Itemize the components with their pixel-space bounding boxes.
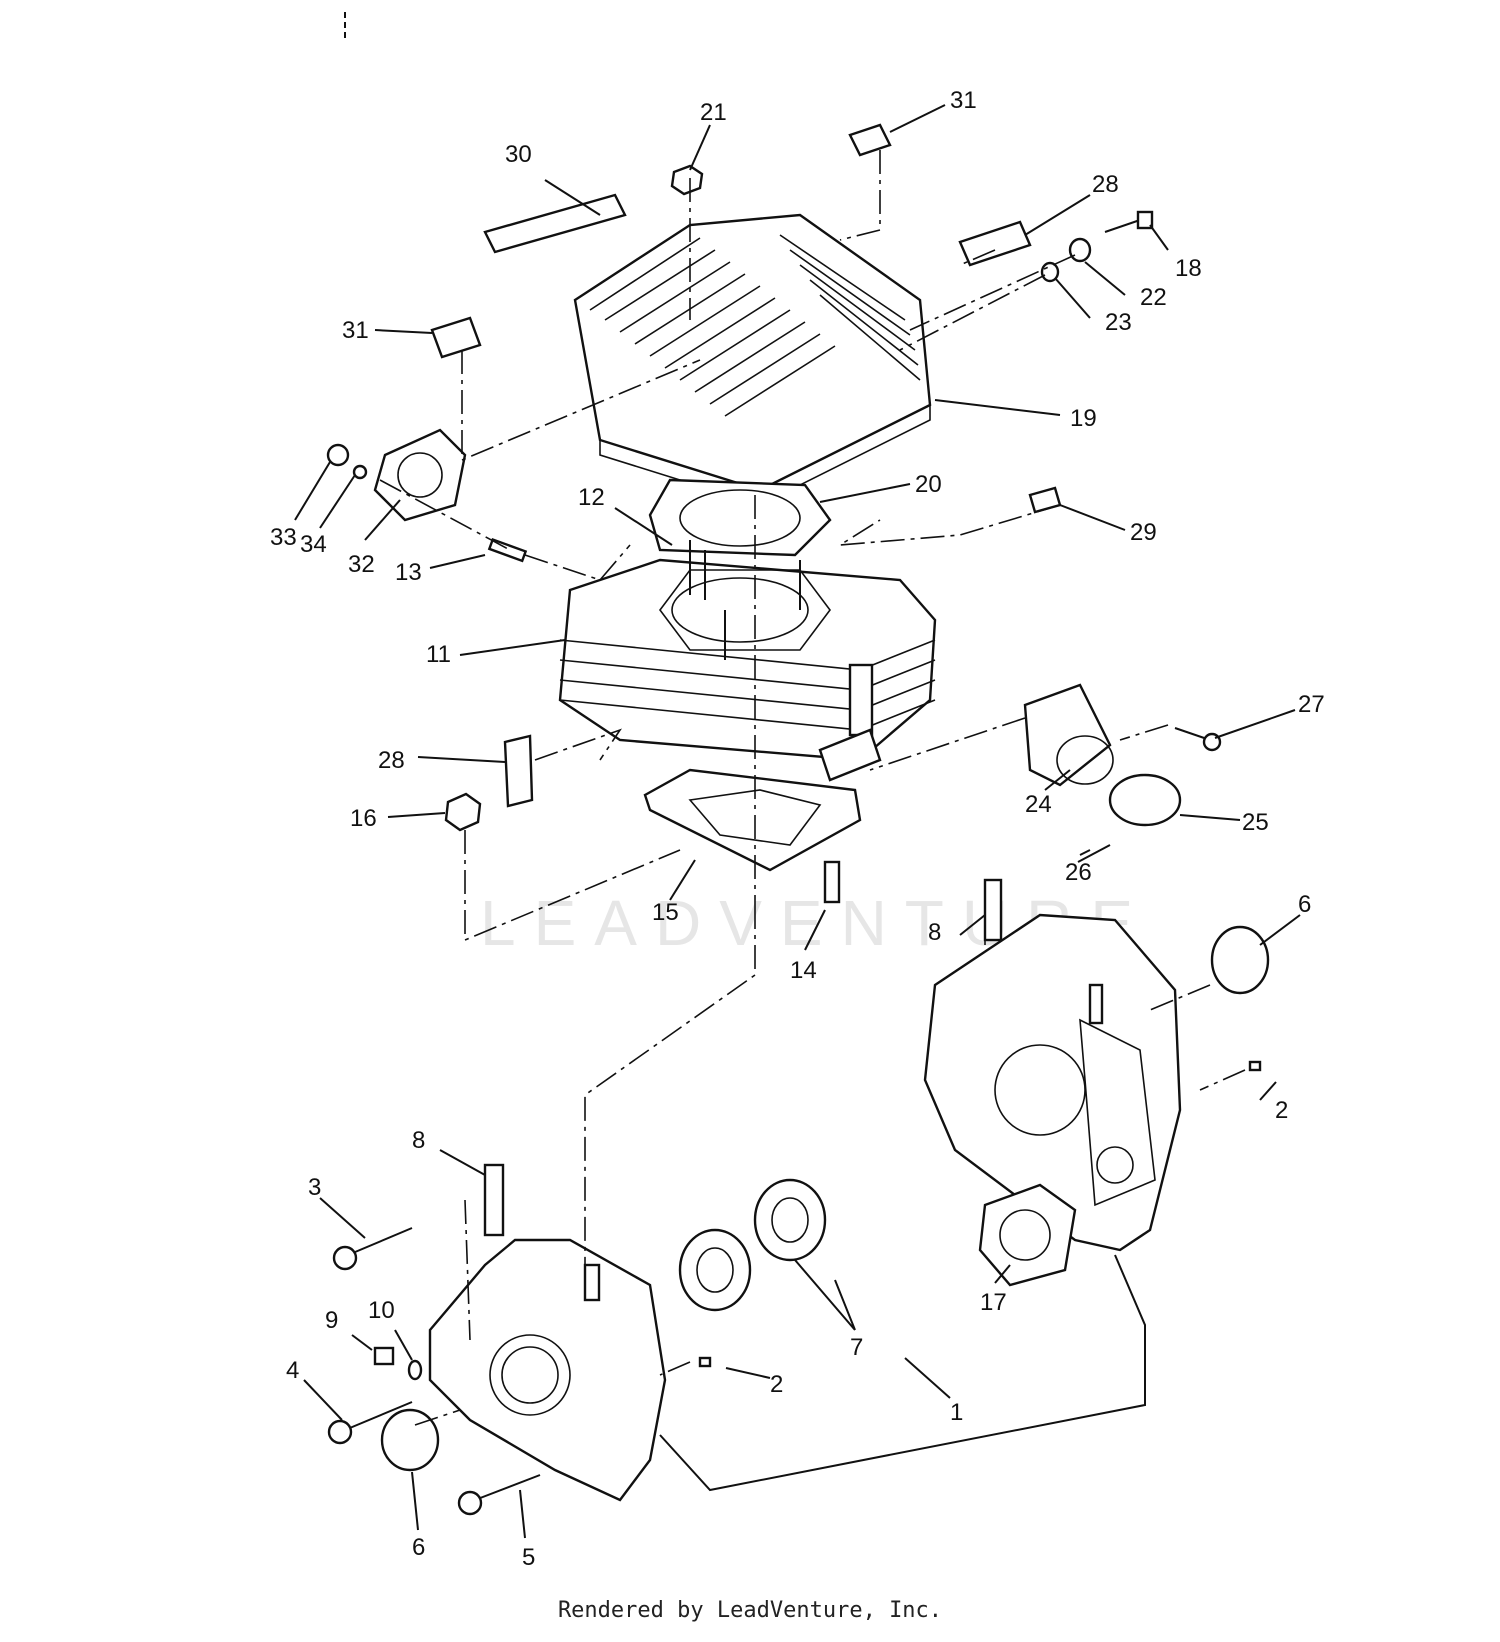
callout-27: 27 xyxy=(1298,691,1325,718)
dowel-2-right xyxy=(1248,1060,1262,1072)
callout-11: 11 xyxy=(426,641,451,668)
callout-25: 25 xyxy=(1242,809,1269,836)
crankcase-left-half xyxy=(428,1163,667,1502)
callout-2: 2 xyxy=(1275,1097,1288,1124)
seal-6-left xyxy=(380,1408,440,1472)
callout-28: 28 xyxy=(1092,171,1119,198)
callout-20: 20 xyxy=(915,471,942,498)
dowel-2-left xyxy=(698,1356,712,1368)
callout-26: 26 xyxy=(1065,859,1092,886)
callout-13: 13 xyxy=(395,559,422,586)
bearings-7 xyxy=(678,1178,827,1312)
bolt-5 xyxy=(457,1474,541,1516)
clip-31-top xyxy=(848,123,892,157)
nut-21 xyxy=(670,164,704,196)
fitting-14 xyxy=(823,860,841,904)
clip-28-left xyxy=(503,734,534,808)
clip-31-left xyxy=(430,316,482,359)
callout-numbers: 1 2 2 3 4 5 6 6 7 8 8 9 10 11 12 13 14 1… xyxy=(270,87,1325,1571)
bolt-27 xyxy=(1174,727,1222,752)
head-gasket xyxy=(648,478,832,557)
callout-32: 32 xyxy=(348,551,375,578)
callout-4: 4 xyxy=(286,1357,299,1384)
clamp-25 xyxy=(1108,773,1182,827)
callout-22: 22 xyxy=(1140,284,1167,311)
callout-10: 10 xyxy=(368,1297,395,1324)
alignment-lines xyxy=(379,150,1246,1426)
callout-14: 14 xyxy=(790,957,817,984)
callout-15: 15 xyxy=(652,899,679,926)
callout-19: 19 xyxy=(1070,405,1097,432)
seal-6-right xyxy=(1210,925,1270,995)
callout-31: 31 xyxy=(342,317,369,344)
plug-9-10 xyxy=(373,1346,423,1381)
callout-12: 12 xyxy=(578,484,605,511)
callout-18: 18 xyxy=(1175,255,1202,282)
intake-manifold xyxy=(1023,683,1114,787)
base-gasket xyxy=(643,768,862,872)
callout-3: 3 xyxy=(308,1174,321,1201)
wire-clip-strip xyxy=(483,193,627,254)
callout-1: 1 xyxy=(950,1399,963,1426)
callout-6: 6 xyxy=(1298,891,1311,918)
stud-13 xyxy=(487,537,528,563)
callout-8: 8 xyxy=(928,919,941,946)
callout-28: 28 xyxy=(378,747,405,774)
cylinder-head xyxy=(573,213,932,506)
bolt-3 xyxy=(332,1227,413,1271)
callout-29: 29 xyxy=(1130,519,1157,546)
exhaust-flange xyxy=(326,428,467,522)
callout-30: 30 xyxy=(505,141,532,168)
bolt-4 xyxy=(327,1401,413,1445)
crankcase-right-half xyxy=(923,878,1182,1252)
cylinder xyxy=(558,540,937,782)
callout-23: 23 xyxy=(1105,309,1132,336)
callout-17: 17 xyxy=(980,1289,1007,1316)
leader-lines xyxy=(294,104,1301,1539)
callout-24: 24 xyxy=(1025,791,1052,818)
callout-8: 8 xyxy=(412,1127,425,1154)
callout-33: 33 xyxy=(270,524,297,551)
callout-6: 6 xyxy=(412,1534,425,1561)
footer-credit: Rendered by LeadVenture, Inc. xyxy=(557,1598,943,1623)
callout-2: 2 xyxy=(770,1371,783,1398)
screw-26 xyxy=(1077,844,1111,863)
clip-29 xyxy=(1028,486,1062,514)
nut-16 xyxy=(444,792,482,832)
callout-9: 9 xyxy=(325,1307,338,1334)
callout-31: 31 xyxy=(950,87,977,114)
callout-21: 21 xyxy=(700,99,727,126)
clip-28-top xyxy=(958,220,1032,267)
callout-16: 16 xyxy=(350,805,377,832)
callout-7: 7 xyxy=(850,1334,863,1361)
cover-gasket-17 xyxy=(978,1183,1077,1287)
callout-34: 34 xyxy=(300,531,327,558)
callout-5: 5 xyxy=(522,1544,535,1571)
